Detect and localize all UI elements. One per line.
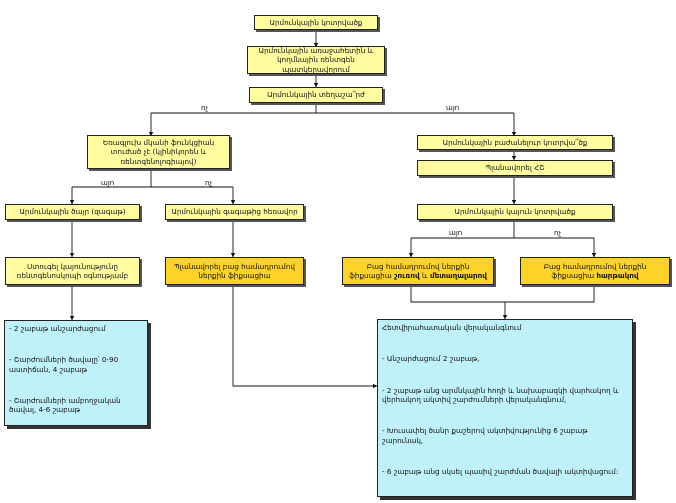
orif-wire-text: մետաղալարով <box>429 271 487 280</box>
postop-item: - 2 շաբաթ անց արմնկային հոդի և նախաբազկի… <box>382 385 619 405</box>
orif-plate-text: հարթակով <box>596 271 639 280</box>
box-orif-plate: Բաց համադրումով ներքին ֆիքսացիա հարթակով <box>520 257 670 285</box>
box-plan-ct: Պլանավորել ՀՇ <box>417 160 613 176</box>
box-comminuted-question: Արմունկային բաժանելուր կոտրվա՞ծք <box>417 135 613 150</box>
postop-item: - Անշարժացում 2 շաբաթ, <box>382 354 480 364</box>
branch-label-no: ոչ <box>205 179 213 187</box>
orif-text: Բաց համադրումով ներքին ֆիքսացիա <box>349 261 470 280</box>
postop-item: - 6 շաբաթ անց սկսել պասիվ շարժման ծավալի… <box>382 467 619 477</box>
left-rehab-item: - Շարժումների ամբողջական ծավալ, 4-6 շաբա… <box>9 396 121 415</box>
branch-label-no: ոչ <box>554 229 562 237</box>
box-stable-fracture: Արմունկային կայուն կոտրվածք <box>417 204 613 220</box>
branch-label-yes: այո <box>101 179 115 187</box>
branch-label-yes: այո <box>446 104 460 112</box>
box-check-stability: Ստուգել կայունությունը ռենտգենոսկոպի օգն… <box>5 257 140 285</box>
orif-pins-text: շուռով <box>394 271 420 280</box>
box-elbow-fracture: Արմունկային կոտրվածք <box>254 15 378 30</box>
left-rehab-item: - 2 շաբաթ անշարժացում <box>9 324 106 333</box>
box-plan-orif: Պլանավորել բաց համադրումով ներքին ֆիքսաց… <box>165 257 304 285</box>
branch-label-no: ոչ <box>201 104 209 112</box>
box-olecranon-tip: Արմունկային ծայր (զագաթ) <box>5 204 140 220</box>
orif-and-text: և <box>419 271 430 280</box>
right-postop-panel: Հետվիրահատական վերականգնում - Անշարժացու… <box>377 319 633 497</box>
orif-text: Բաց համադրումով ներքին ֆիքսացիա <box>543 261 647 280</box>
box-distal-from-tip: Արմունկային գագաթից հեռավոր <box>165 204 304 220</box>
left-rehab-panel: - 2 շաբաթ անշարժացում - Շարժումների ծավա… <box>4 320 148 426</box>
box-xray-imaging: Արմունկային առաջահետին և կողմնային ռենտգ… <box>247 46 385 74</box>
box-displacement-question: Արմունկային տեղաշա՞րժ <box>249 87 383 103</box>
box-triceps-function: Եռագլուխ մկանի ֆունկցիան տուժած չէ (կլին… <box>87 135 230 169</box>
left-rehab-item: - Շարժումների ծավալը՝ 0-90 աստիճան, 4 շա… <box>9 355 119 374</box>
branch-label-yes: այո <box>449 229 463 237</box>
postop-heading: Հետվիրահատական վերականգնում <box>382 323 522 332</box>
box-orif-pins-wire: Բաց համադրումով ներքին ֆիքսացիա շուռով և… <box>342 257 494 285</box>
postop-item: - Խուսափել ծանր քաշերով ակտիվությունից 6… <box>382 426 588 445</box>
